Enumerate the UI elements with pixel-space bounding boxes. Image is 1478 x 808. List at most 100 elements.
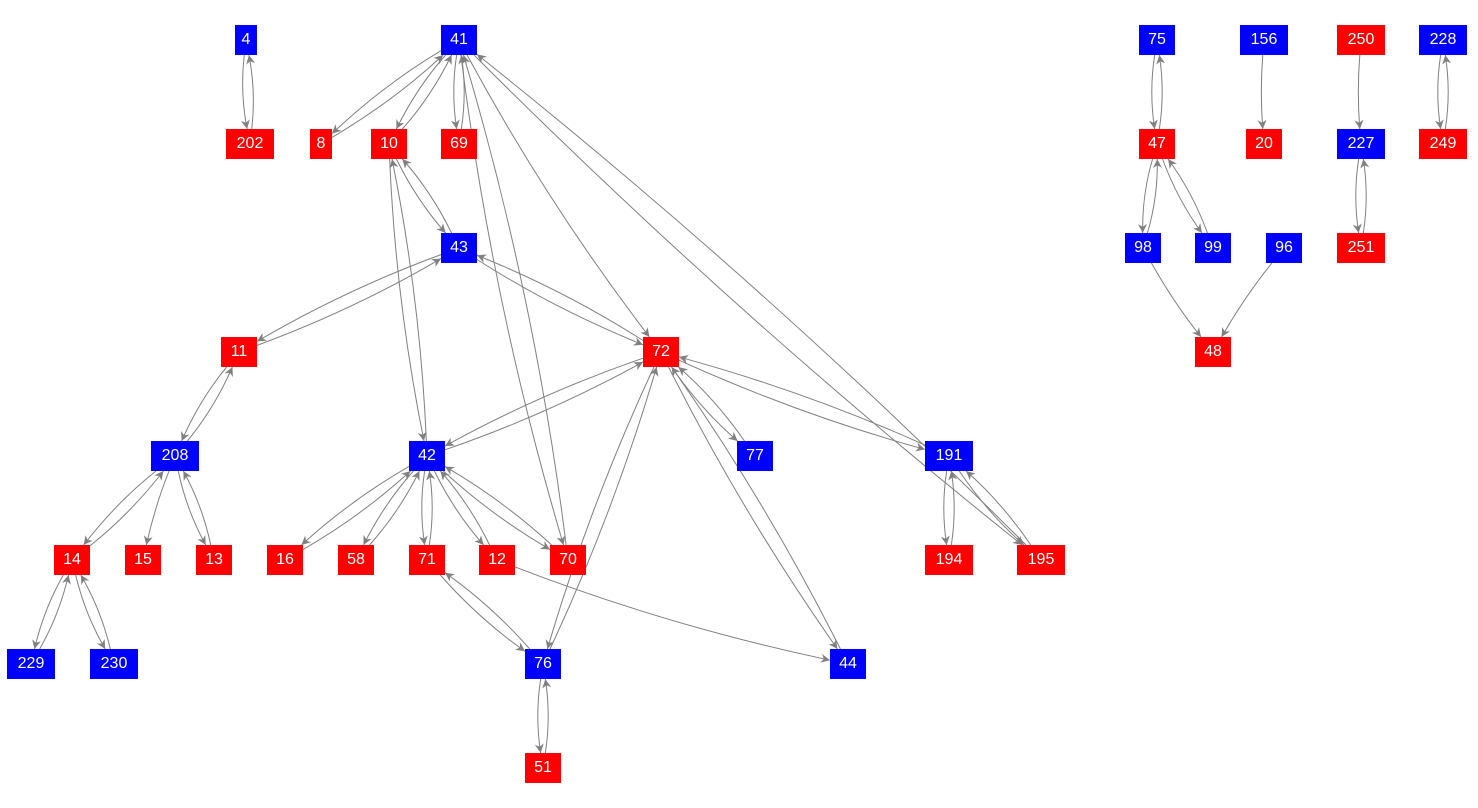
edge-41-to-195 [473, 54, 1023, 546]
node-156[interactable]: 156 [1240, 25, 1288, 55]
edge-10-to-43 [395, 158, 447, 234]
node-47[interactable]: 47 [1139, 129, 1175, 159]
edge-42-to-10 [389, 158, 427, 442]
edge-191-to-194 [940, 470, 950, 546]
edge-249-to-228 [1442, 54, 1452, 130]
node-11[interactable]: 11 [221, 337, 257, 367]
edge-251-to-227 [1360, 158, 1370, 234]
edge-14-to-208 [89, 470, 164, 547]
node-72[interactable]: 72 [643, 337, 679, 367]
edge-4-to-202 [240, 54, 250, 130]
edge-10-to-41 [401, 54, 453, 130]
node-44[interactable]: 44 [830, 649, 866, 679]
edge-208-to-13 [177, 470, 207, 546]
node-8[interactable]: 8 [310, 129, 332, 159]
node-99[interactable]: 99 [1195, 233, 1231, 263]
edge-43-to-72 [476, 259, 644, 346]
edge-41-to-72 [466, 54, 650, 338]
edge-72-to-43 [476, 254, 644, 341]
node-71[interactable]: 71 [409, 545, 445, 575]
node-4[interactable]: 4 [235, 25, 257, 55]
node-194[interactable]: 194 [925, 545, 973, 575]
edge-43-to-11 [256, 254, 442, 342]
edge-58-to-42 [369, 470, 420, 546]
edge-10-to-42 [389, 158, 427, 442]
edge-51-to-76 [542, 678, 552, 754]
node-230[interactable]: 230 [90, 649, 138, 679]
node-76[interactable]: 76 [525, 649, 561, 679]
edge-70-to-41 [461, 54, 567, 546]
edge-8-to-41 [331, 54, 444, 138]
edge-12-to-44 [514, 566, 831, 663]
edge-208-to-11 [186, 366, 233, 442]
edge-47-to-98 [1138, 158, 1154, 234]
edge-72-to-44 [668, 366, 838, 650]
edge-98-to-48 [1151, 262, 1202, 338]
edge-72-to-77 [671, 366, 738, 442]
edge-202-to-4 [246, 54, 256, 130]
node-98[interactable]: 98 [1125, 233, 1161, 263]
edge-14-to-230 [75, 574, 106, 650]
edge-47-to-99 [1162, 158, 1203, 234]
edge-76-to-72 [549, 366, 659, 650]
node-10[interactable]: 10 [371, 129, 407, 159]
edge-191-to-195 [958, 470, 1025, 546]
node-75[interactable]: 75 [1139, 25, 1175, 55]
node-48[interactable]: 48 [1195, 337, 1231, 367]
node-77[interactable]: 77 [737, 441, 773, 471]
edge-227-to-251 [1352, 158, 1362, 234]
node-13[interactable]: 13 [196, 545, 232, 575]
node-195[interactable]: 195 [1017, 545, 1065, 575]
node-191[interactable]: 191 [925, 441, 973, 471]
node-249[interactable]: 249 [1419, 129, 1467, 159]
edge-12-to-42 [439, 470, 491, 546]
node-51[interactable]: 51 [525, 753, 561, 783]
node-58[interactable]: 58 [338, 545, 374, 575]
edge-42-to-71 [418, 470, 428, 546]
edge-42-to-70 [442, 470, 551, 550]
node-43[interactable]: 43 [441, 233, 477, 263]
node-41[interactable]: 41 [441, 25, 477, 55]
edge-70-to-42 [444, 466, 553, 546]
node-20[interactable]: 20 [1246, 129, 1282, 159]
edge-72-to-42 [444, 357, 644, 447]
edge-195-to-191 [965, 470, 1032, 546]
edge-16-to-42 [302, 470, 411, 551]
edge-41-to-8 [331, 50, 442, 135]
node-14[interactable]: 14 [54, 545, 90, 575]
edge-14-to-229 [32, 574, 64, 650]
node-70[interactable]: 70 [550, 545, 586, 575]
edge-191-to-72 [678, 354, 926, 446]
edge-44-to-72 [671, 366, 841, 650]
edge-41-to-69 [450, 54, 460, 130]
node-42[interactable]: 42 [409, 441, 445, 471]
node-15[interactable]: 15 [125, 545, 161, 575]
edge-72-to-191 [678, 359, 926, 452]
node-202[interactable]: 202 [226, 129, 274, 159]
edge-75-to-47 [1148, 54, 1158, 130]
edge-42-to-72 [444, 361, 644, 451]
node-227[interactable]: 227 [1337, 129, 1385, 159]
node-96[interactable]: 96 [1266, 233, 1302, 263]
node-228[interactable]: 228 [1419, 25, 1467, 55]
node-69[interactable]: 69 [441, 129, 477, 159]
edge-99-to-47 [1167, 158, 1208, 234]
node-208[interactable]: 208 [151, 441, 199, 471]
edge-42-to-16 [301, 465, 410, 546]
edge-98-to-47 [1146, 158, 1162, 234]
edge-76-to-71 [444, 572, 531, 650]
node-229[interactable]: 229 [7, 649, 55, 679]
edge-194-to-191 [948, 470, 958, 546]
node-16[interactable]: 16 [267, 545, 303, 575]
edge-11-to-208 [181, 366, 228, 442]
edge-11-to-43 [256, 258, 442, 346]
edge-41-to-10 [395, 54, 447, 130]
node-250[interactable]: 250 [1337, 25, 1385, 55]
edge-41-to-70 [460, 54, 566, 546]
node-12[interactable]: 12 [479, 545, 515, 575]
edge-76-to-51 [534, 678, 544, 754]
edge-230-to-14 [80, 574, 111, 650]
node-251[interactable]: 251 [1337, 233, 1385, 263]
edge-208-to-14 [83, 470, 157, 546]
